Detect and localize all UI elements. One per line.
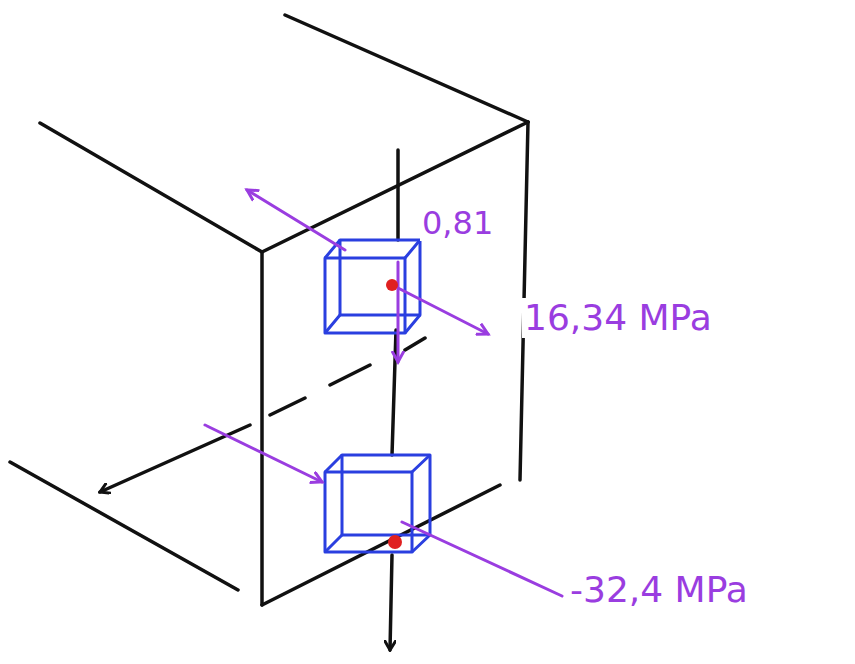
stress-point <box>388 535 402 549</box>
beam-outline <box>10 15 528 650</box>
stress-value: 16,34 MPa <box>522 298 714 338</box>
stress-point <box>386 279 398 291</box>
stress-value: -32,4 MPa <box>568 570 750 610</box>
stress-arrows <box>205 190 562 596</box>
stress-element <box>325 240 430 552</box>
stress-value: 0,81 <box>420 206 495 241</box>
